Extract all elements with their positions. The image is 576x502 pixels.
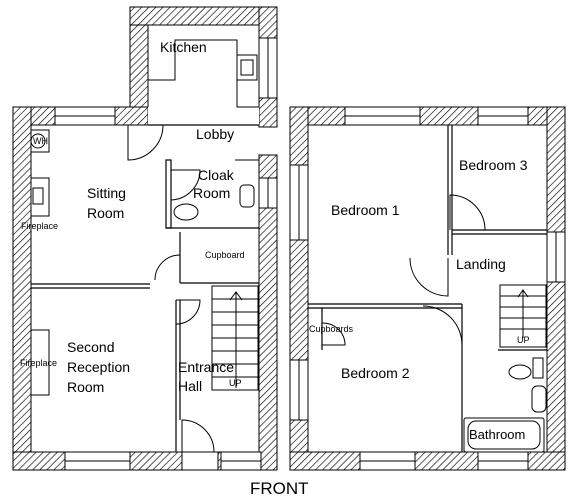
label-cloak-2: Room — [193, 185, 230, 201]
lobby-gap — [148, 107, 259, 125]
label-bedroom1: Bedroom 1 — [331, 202, 400, 218]
fireplace-bottom-box — [30, 329, 50, 396]
label-reception-2: Reception — [67, 359, 130, 375]
cloak-door-swing — [170, 169, 201, 201]
bed2-door-swing — [422, 305, 463, 346]
lobby-door-swing — [127, 124, 164, 161]
bathroom-fittings — [463, 357, 547, 453]
label-cloak-1: Cloak — [198, 167, 235, 183]
label-stairs-up-ground: UP — [229, 378, 242, 388]
label-entrance-1: Entrance — [178, 359, 234, 375]
labels: Kitchen Lobby Cloak Room Sitting Room WH… — [20, 39, 530, 498]
ground-doors — [127, 124, 259, 453]
label-bathroom: Bathroom — [469, 427, 525, 442]
label-landing: Landing — [456, 256, 506, 272]
label-sitting-1: Sitting — [87, 185, 126, 201]
first-stairs — [499, 284, 547, 348]
label-cupboard: Cupboard — [205, 250, 245, 260]
cloak-room-walls — [165, 159, 172, 229]
basin-icon — [239, 184, 255, 208]
kitchen-wall-top — [129, 6, 278, 26]
bed1-door-swing — [409, 257, 449, 297]
cupboard-door-swing — [154, 254, 181, 281]
label-bedroom3: Bedroom 3 — [459, 157, 528, 173]
label-fireplace-top: Fireplace — [21, 221, 58, 231]
label-fireplace-bottom: Fireplace — [20, 358, 57, 368]
bath-basin — [531, 385, 547, 413]
cloak-fittings — [173, 184, 255, 221]
label-cupboards: Cupboards — [309, 324, 354, 334]
reception-door-swing — [175, 299, 201, 325]
kitchen-units — [148, 39, 259, 108]
label-sitting-2: Room — [87, 205, 124, 221]
label-front: FRONT — [250, 479, 309, 498]
wc-icon — [173, 203, 199, 221]
entrance-door-swing — [181, 419, 215, 453]
toilet — [508, 364, 532, 380]
first-doors — [321, 194, 486, 346]
label-bedroom2: Bedroom 2 — [341, 365, 410, 381]
ground-fireplaces — [30, 129, 50, 396]
ground-wall-left — [12, 106, 32, 471]
label-reception-3: Room — [67, 379, 104, 395]
label-lobby: Lobby — [196, 126, 234, 142]
ground-stairs — [211, 285, 259, 391]
kitchen-sink — [236, 54, 258, 81]
ground-interior-walls — [31, 124, 259, 452]
ground-wall-right — [258, 154, 278, 471]
label-stairs-up-first: UP — [517, 335, 530, 345]
bath-cabinet — [532, 357, 544, 379]
first-wall-right — [546, 106, 566, 471]
label-reception-1: Second — [67, 339, 114, 355]
label-entrance-2: Hall — [178, 378, 202, 394]
entrance-door-gap — [181, 451, 219, 471]
bed3-door-swing — [449, 194, 486, 231]
label-wh: WH — [33, 136, 48, 146]
cupboards-door-swing — [321, 322, 346, 346]
label-kitchen: Kitchen — [160, 39, 207, 55]
